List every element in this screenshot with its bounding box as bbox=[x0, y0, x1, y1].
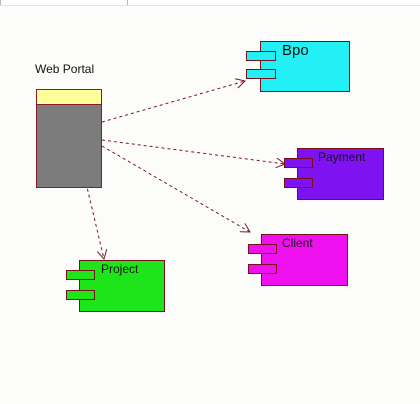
window-top-strip bbox=[0, 0, 420, 6]
client-component[interactable]: Client bbox=[248, 234, 348, 286]
component-port-icon bbox=[246, 51, 276, 61]
client-label: Client bbox=[282, 236, 313, 250]
payment-component[interactable]: Payment bbox=[284, 148, 384, 200]
component-port-icon bbox=[248, 264, 277, 274]
edge-web-portal-project bbox=[85, 182, 104, 259]
component-port-icon bbox=[66, 290, 95, 300]
edge-web-portal-payment bbox=[101, 139, 285, 164]
component-port-icon bbox=[246, 69, 276, 79]
component-port-icon bbox=[248, 244, 277, 254]
dependency-edges bbox=[85, 6, 420, 404]
diagram-canvas[interactable]: Web Portal Bpo Payment Client Project bbox=[0, 6, 420, 404]
component-port-icon bbox=[66, 270, 95, 280]
project-label: Project bbox=[101, 262, 139, 276]
component-port-icon bbox=[284, 158, 313, 168]
component-port-icon bbox=[284, 178, 313, 188]
bpo-component[interactable]: Bpo bbox=[246, 41, 350, 92]
web-portal-node-header bbox=[37, 90, 101, 105]
strip-divider bbox=[127, 0, 128, 5]
project-component[interactable]: Project bbox=[66, 260, 165, 312]
strip-divider bbox=[0, 0, 1, 5]
web-portal-node[interactable] bbox=[36, 89, 102, 188]
edge-web-portal-client bbox=[101, 145, 250, 232]
bpo-label: Bpo bbox=[282, 42, 309, 59]
edge-web-portal-bpo bbox=[101, 81, 245, 123]
payment-label: Payment bbox=[318, 150, 366, 164]
web-portal-label: Web Portal bbox=[35, 62, 95, 76]
